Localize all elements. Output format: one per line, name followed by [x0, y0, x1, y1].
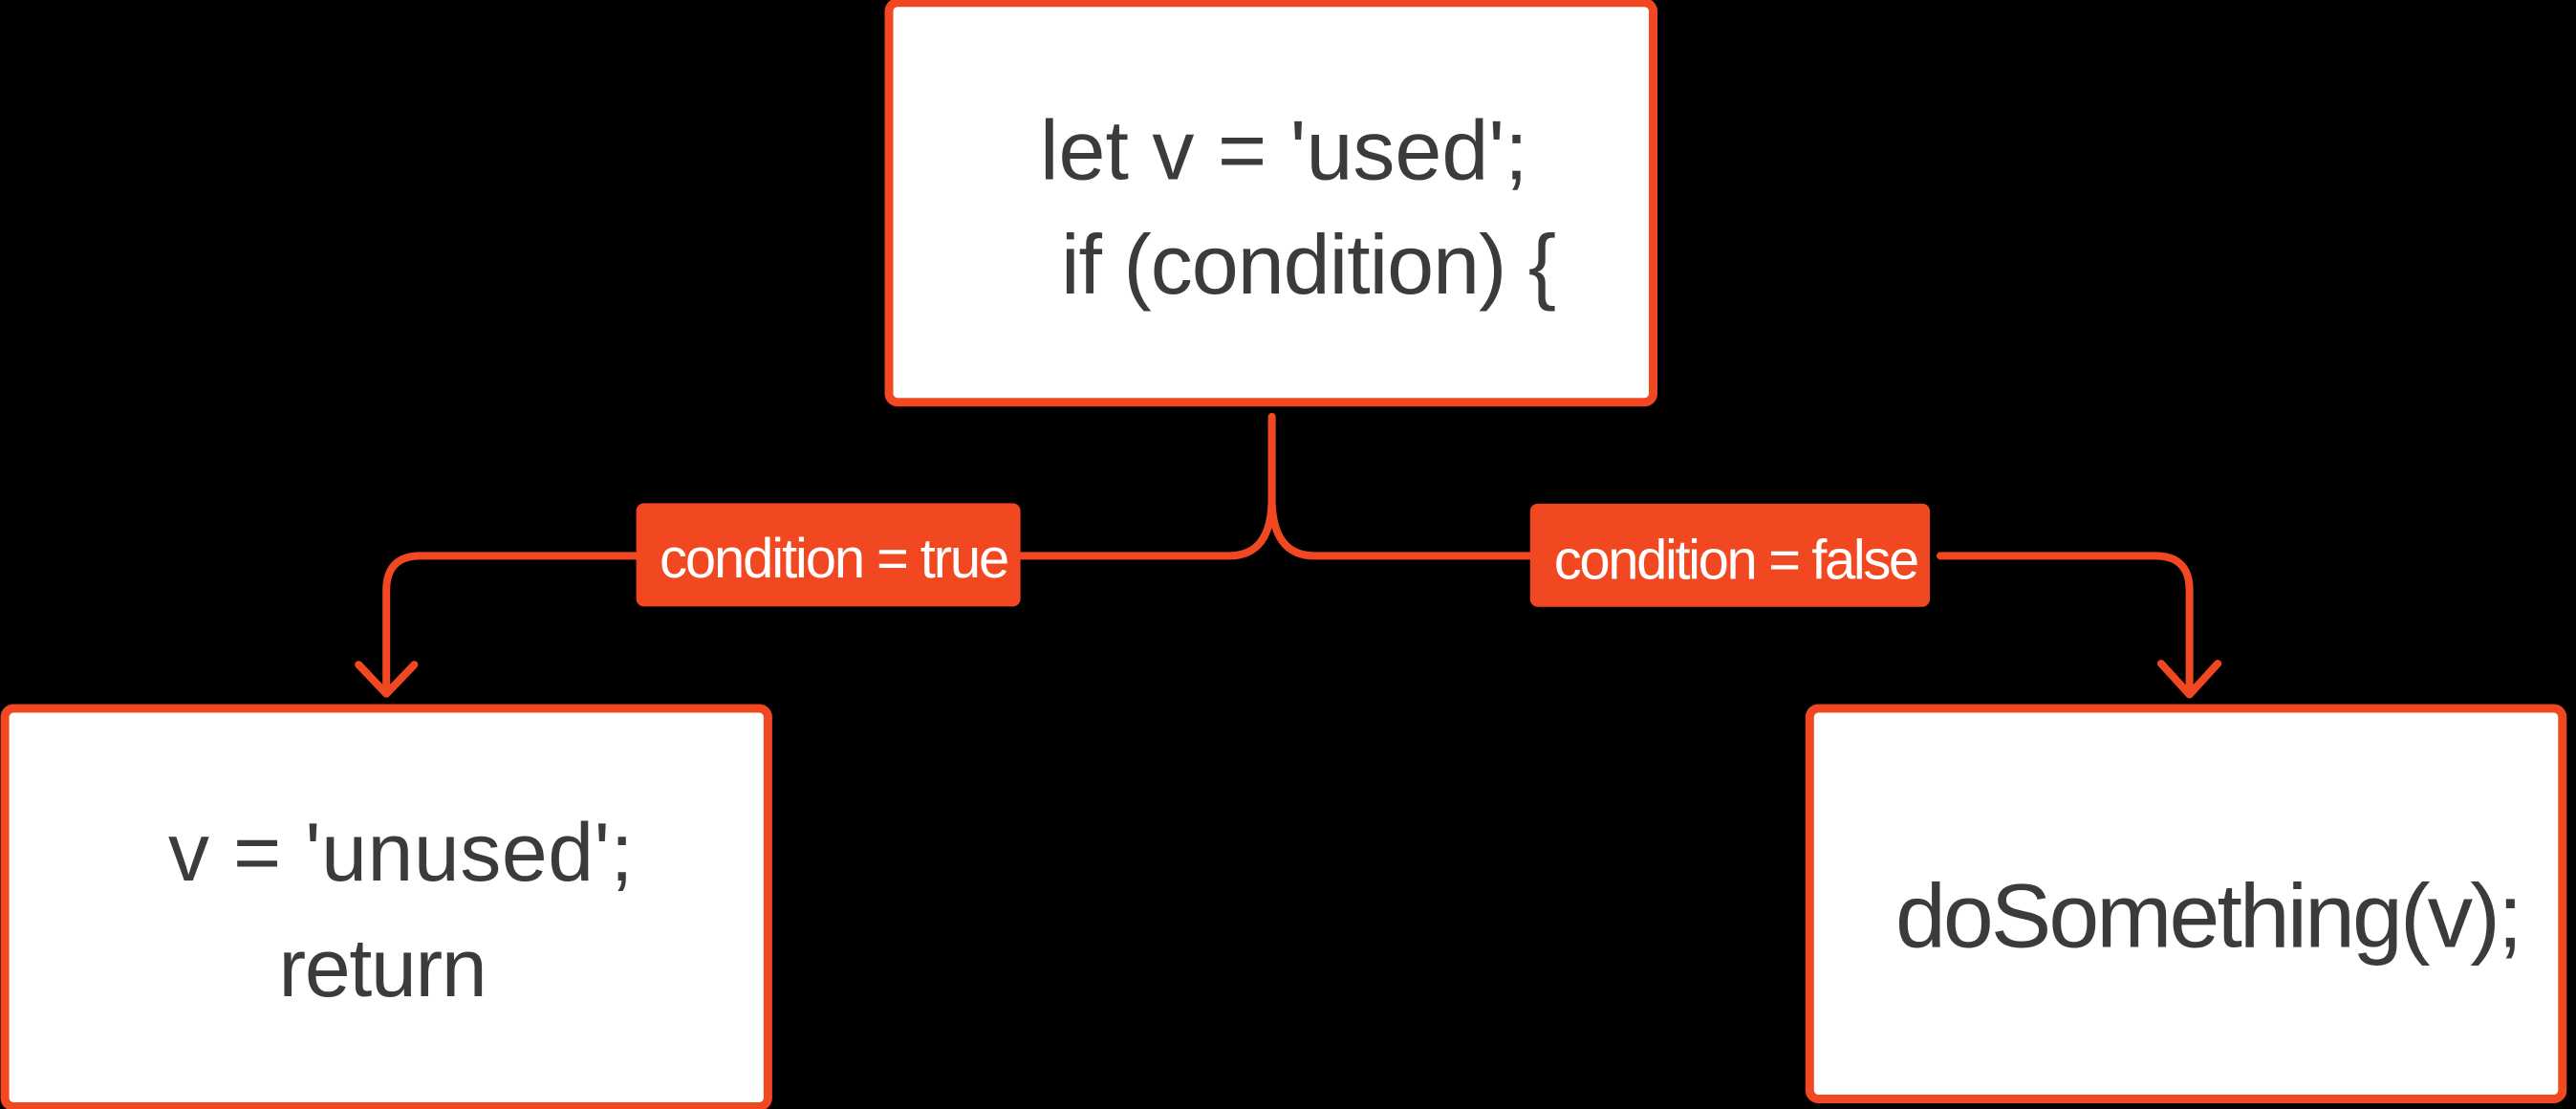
svg-text:let v = 'used';: let v = 'used';: [1040, 103, 1528, 198]
svg-text:doSomething(v);: doSomething(v);: [1895, 866, 2521, 968]
svg-text:condition = false: condition = false: [1554, 530, 1917, 592]
svg-text:v = 'unused';: v = 'unused';: [168, 807, 634, 899]
svg-text:if (condition) {: if (condition) {: [1061, 217, 1555, 312]
svg-text:return: return: [279, 923, 487, 1014]
svg-text:condition = true: condition = true: [660, 528, 1007, 590]
